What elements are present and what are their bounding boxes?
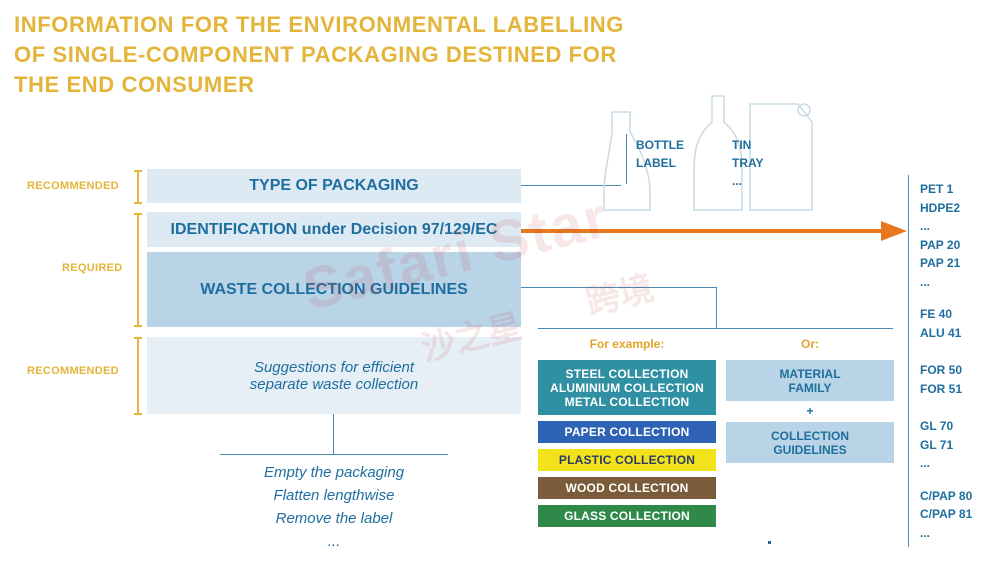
code-item: C/PAP 80	[920, 488, 973, 503]
plus-sign: +	[806, 404, 814, 418]
title-line-3: THE END CONSUMER	[14, 72, 255, 97]
code-item: PAP 21	[920, 256, 961, 270]
or-label: Or:	[801, 337, 819, 351]
band-type-of-packaging-label: TYPE OF PACKAGING	[249, 177, 419, 194]
connector-suggestions-v	[333, 414, 334, 454]
code-item: GL 71	[920, 437, 954, 452]
guidelines-label: GUIDELINES	[773, 442, 847, 457]
box-glass-collection: GLASS COLLECTION	[538, 505, 716, 527]
for-example-label: For example:	[589, 337, 665, 351]
packaging-bottle: BOTTLE	[636, 138, 684, 152]
instructions-list: Empty the packaging Flatten lengthwise R…	[220, 461, 448, 553]
band-suggestions: Suggestions for efficient separate waste…	[147, 337, 521, 414]
paper-collection: PAPER COLLECTION	[564, 425, 690, 439]
stray-dot	[768, 541, 771, 544]
code-item: ...	[920, 525, 931, 540]
watermark-cn-2: 跨境	[582, 269, 658, 323]
connector-suggestions-h	[220, 454, 448, 455]
label-recommended-bottom: RECOMMENDED	[27, 365, 119, 377]
spout-pouch-icon	[749, 103, 813, 211]
suggestions-line-1: Suggestions for efficient	[253, 358, 415, 376]
band-identification: IDENTIFICATION under Decision 97/129/EC	[147, 212, 521, 247]
box-collection-guidelines: COLLECTION GUIDELINES	[726, 422, 894, 463]
code-item: ...	[920, 274, 931, 289]
code-item: PAP 20	[920, 237, 961, 252]
label-recommended-top: RECOMMENDED	[27, 180, 119, 192]
packaging-divider	[626, 134, 627, 184]
code-item: ALU 41	[920, 325, 962, 340]
material-codes: PET 1 HDPE2 ... PAP 20 PAP 21 ... FE 40 …	[920, 180, 972, 542]
steel-collection: STEEL COLLECTION	[565, 366, 689, 381]
packaging-tray: TRAY	[732, 156, 764, 170]
bracket-recommended-bottom	[134, 337, 142, 415]
bracket-recommended-top	[134, 170, 142, 204]
band-type-of-packaging: TYPE OF PACKAGING	[147, 169, 521, 203]
instruction-item: Empty the packaging	[263, 464, 405, 481]
band-waste-guidelines-label: WASTE COLLECTION GUIDELINES	[200, 280, 468, 298]
codes-divider	[908, 175, 909, 547]
suggestions-line-2: separate waste collection	[249, 375, 419, 393]
band-waste-guidelines: WASTE COLLECTION GUIDELINES	[147, 252, 521, 327]
code-item: GL 70	[920, 419, 954, 433]
family-label: FAMILY	[788, 380, 832, 395]
aluminium-collection: ALUMINIUM COLLECTION	[550, 380, 704, 395]
box-wood-collection: WOOD COLLECTION	[538, 477, 716, 499]
box-plastic-collection: PLASTIC COLLECTION	[538, 449, 716, 471]
glass-collection: GLASS COLLECTION	[564, 509, 690, 523]
box-material-family: MATERIAL FAMILY	[726, 360, 894, 401]
connector-waste-h	[521, 287, 717, 288]
material-label: MATERIAL	[779, 366, 841, 381]
packaging-icons	[603, 95, 813, 211]
collection-label: COLLECTION	[771, 428, 849, 443]
code-item: ...	[920, 219, 931, 233]
code-item: FOR 50	[920, 363, 963, 377]
instruction-item: Remove the label	[275, 510, 393, 527]
metal-collection: METAL COLLECTION	[564, 394, 690, 409]
collection-top-line	[538, 328, 893, 329]
packaging-examples-col2: TIN TRAY ...	[732, 136, 764, 190]
box-metal-collection: STEEL COLLECTION ALUMINIUM COLLECTION ME…	[538, 360, 716, 415]
title-line-1: INFORMATION FOR THE ENVIRONMENTAL LABELL…	[14, 12, 624, 37]
pouch-icon	[603, 111, 651, 211]
packaging-tin: TIN	[732, 138, 752, 152]
code-item: HDPE2	[920, 200, 961, 215]
plastic-collection: PLASTIC COLLECTION	[558, 453, 696, 467]
bracket-required	[134, 213, 142, 327]
instruction-item: ...	[327, 533, 341, 550]
label-required: REQUIRED	[62, 262, 123, 274]
band-identification-label: IDENTIFICATION under Decision 97/129/EC	[170, 220, 498, 238]
code-item: C/PAP 81	[920, 507, 973, 521]
code-item: ...	[920, 456, 931, 470]
page-title: INFORMATION FOR THE ENVIRONMENTAL LABELL…	[14, 10, 714, 100]
arrow-head-icon	[881, 221, 907, 241]
code-item: FE 40	[920, 307, 953, 321]
connector-waste-v	[716, 287, 717, 328]
arrow-to-codes	[521, 221, 907, 241]
title-line-2: OF SINGLE-COMPONENT PACKAGING DESTINED F…	[14, 42, 617, 67]
packaging-more: ...	[732, 174, 743, 188]
bottle-icon	[693, 95, 743, 211]
packaging-examples-col1: BOTTLE LABEL	[636, 136, 684, 172]
connector-packaging	[521, 185, 621, 186]
box-paper-collection: PAPER COLLECTION	[538, 421, 716, 443]
instruction-item: Flatten lengthwise	[273, 487, 395, 504]
wood-collection: WOOD COLLECTION	[565, 481, 689, 495]
code-item: FOR 51	[920, 381, 963, 396]
code-item: PET 1	[920, 182, 954, 196]
packaging-label: LABEL	[636, 156, 676, 170]
